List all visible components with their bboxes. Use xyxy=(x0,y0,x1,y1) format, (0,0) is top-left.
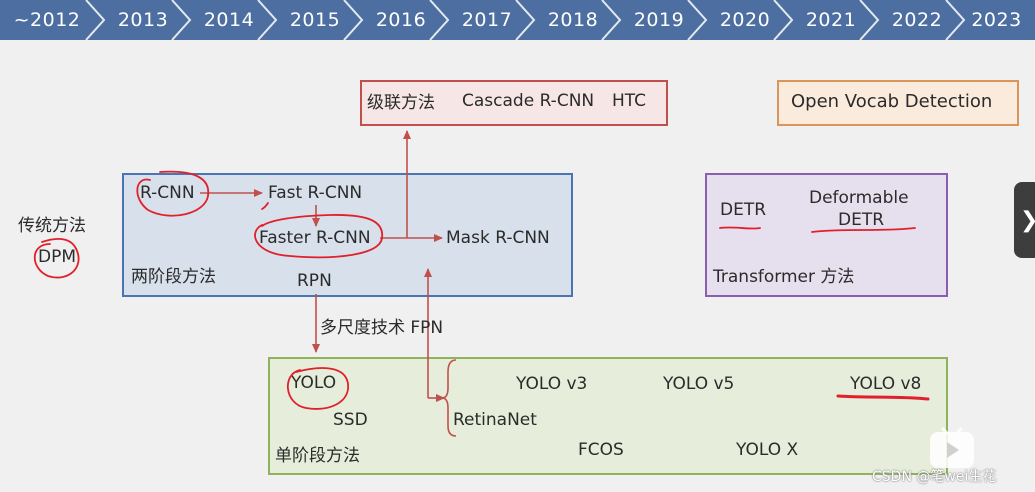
timeline-year-2013: 2013 xyxy=(117,9,169,31)
cascade-rcnn-label: Cascade R-CNN xyxy=(462,91,595,111)
cascade-title: 级联方法 xyxy=(367,93,435,113)
one-stage-title: 单阶段方法 xyxy=(275,446,360,466)
htc-label: HTC xyxy=(612,91,647,111)
next-slide-button[interactable]: ❯ xyxy=(1014,182,1035,258)
rcnn-label: R-CNN xyxy=(140,183,195,203)
retinanet-label: RetinaNet xyxy=(453,410,537,430)
two-stage-title: 两阶段方法 xyxy=(131,267,216,287)
chevron-right-icon: ❯ xyxy=(1020,208,1035,233)
timeline-year-2021: 2021 xyxy=(805,9,857,31)
open-vocab-box xyxy=(777,80,1019,126)
timeline-year-2019: 2019 xyxy=(633,9,685,31)
one-stage-box xyxy=(268,357,948,475)
timeline-year-2012: ~2012 xyxy=(13,9,81,31)
timeline-chevrons xyxy=(85,0,966,40)
fcos-label: FCOS xyxy=(578,440,624,460)
yolox-label: YOLO X xyxy=(736,440,799,460)
faster-rcnn-label: Faster R-CNN xyxy=(259,228,371,248)
timeline-year-2015: 2015 xyxy=(289,9,341,31)
rpn-label: RPN xyxy=(297,271,332,291)
mask-rcnn-label: Mask R-CNN xyxy=(446,228,550,248)
yolov8-label: YOLO v8 xyxy=(850,374,922,394)
traditional-title: 传统方法 xyxy=(18,216,86,236)
fast-rcnn-label: Fast R-CNN xyxy=(268,183,363,203)
timeline-year-2017: 2017 xyxy=(461,9,513,31)
transformer-box xyxy=(705,173,948,297)
transformer-title: Transformer 方法 xyxy=(713,267,855,287)
timeline-year-2016: 2016 xyxy=(375,9,427,31)
multiscale-label: 多尺度技术 FPN xyxy=(320,318,444,338)
timeline-year-2020: 2020 xyxy=(719,9,771,31)
timeline-year-2014: 2014 xyxy=(203,9,255,31)
timeline-year-2023: 2023 xyxy=(971,9,1022,31)
yolov5-label: YOLO v5 xyxy=(663,374,735,394)
deformable-label-line2: DETR xyxy=(838,210,885,230)
timeline-year-2022: 2022 xyxy=(891,9,943,31)
play-icon[interactable] xyxy=(928,426,976,470)
detr-label: DETR xyxy=(720,200,767,220)
timeline-year-2018: 2018 xyxy=(547,9,599,31)
watermark: CSDN @笔wei生花 xyxy=(872,469,997,485)
open-vocab-title: Open Vocab Detection xyxy=(791,91,993,112)
timeline-bar: ~2012 2013 2014 2015 2016 2017 2018 2019… xyxy=(0,0,1035,40)
cascade-box xyxy=(360,80,668,126)
dpm-label: DPM xyxy=(38,247,77,267)
yolov3-label: YOLO v3 xyxy=(516,374,588,394)
ssd-label: SSD xyxy=(333,410,368,430)
deformable-label-line1: Deformable xyxy=(809,188,909,208)
yolo-label: YOLO xyxy=(291,373,337,393)
